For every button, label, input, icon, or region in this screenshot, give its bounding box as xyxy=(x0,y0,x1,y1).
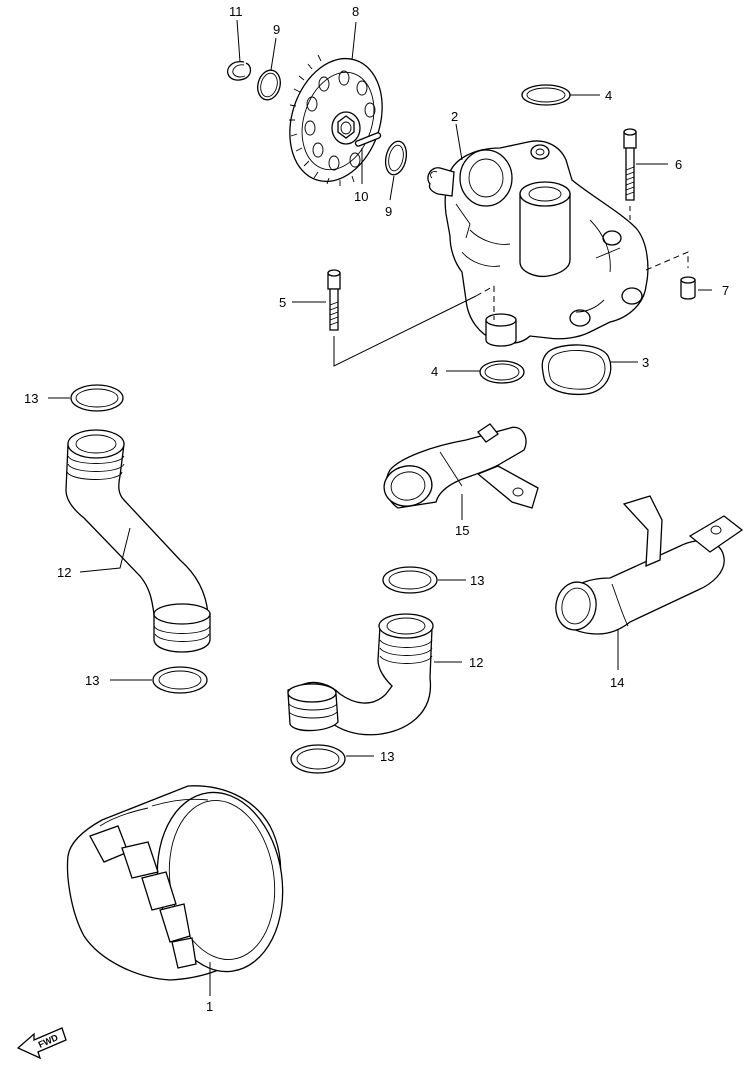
callout-7: 7 xyxy=(722,283,729,298)
oring-part-13-c xyxy=(152,666,208,694)
fwd-arrow-icon: FWD xyxy=(16,1027,67,1060)
oring-part-9-lower xyxy=(384,140,408,176)
dowel-part-7 xyxy=(680,276,696,300)
bolt-part-5 xyxy=(327,269,341,331)
oring-part-13-d xyxy=(290,744,346,774)
callout-1: 1 xyxy=(206,999,213,1014)
callout-10: 10 xyxy=(354,189,368,204)
callout-4-lower: 4 xyxy=(431,364,438,379)
oil-filter-part-1 xyxy=(66,785,284,981)
oring-part-13-b xyxy=(382,566,438,594)
pin-part-10 xyxy=(354,132,382,147)
oil-pump-gear-part-8 xyxy=(289,54,383,186)
callout-13-a: 13 xyxy=(24,391,38,406)
callout-12-left: 12 xyxy=(57,565,71,580)
pipe-part-14 xyxy=(555,495,744,635)
callout-6: 6 xyxy=(675,157,682,172)
circlip-part-11 xyxy=(226,61,252,81)
callout-13-b: 13 xyxy=(470,573,484,588)
pipe-part-12-left xyxy=(65,429,211,653)
callout-labels: 11 9 8 4 2 6 10 9 7 5 3 4 13 15 12 13 13… xyxy=(24,4,729,1014)
callout-8: 8 xyxy=(352,4,359,19)
callout-9-lower: 9 xyxy=(385,204,392,219)
oil-pump-body-part-2 xyxy=(427,140,649,347)
callout-13-d: 13 xyxy=(380,749,394,764)
gasket-part-3 xyxy=(541,344,612,396)
callout-11: 11 xyxy=(229,4,243,19)
assembly-lines xyxy=(333,206,689,367)
callout-14: 14 xyxy=(610,675,624,690)
callout-9-upper: 9 xyxy=(273,22,280,37)
callout-5: 5 xyxy=(279,295,286,310)
oring-part-13-a xyxy=(70,384,124,412)
callout-15: 15 xyxy=(455,523,469,538)
callout-12-right: 12 xyxy=(469,655,483,670)
callout-13-c: 13 xyxy=(85,673,99,688)
pipe-part-12-right xyxy=(287,613,434,736)
callout-3: 3 xyxy=(642,355,649,370)
oring-part-4-lower xyxy=(479,360,525,384)
callout-2: 2 xyxy=(451,109,458,124)
bolt-part-6 xyxy=(623,128,637,201)
oring-part-4-upper xyxy=(521,84,571,106)
leader-lines xyxy=(48,19,712,996)
callout-4-upper: 4 xyxy=(605,88,612,103)
oring-part-9-upper xyxy=(257,69,281,101)
pipe-part-15 xyxy=(383,423,539,509)
